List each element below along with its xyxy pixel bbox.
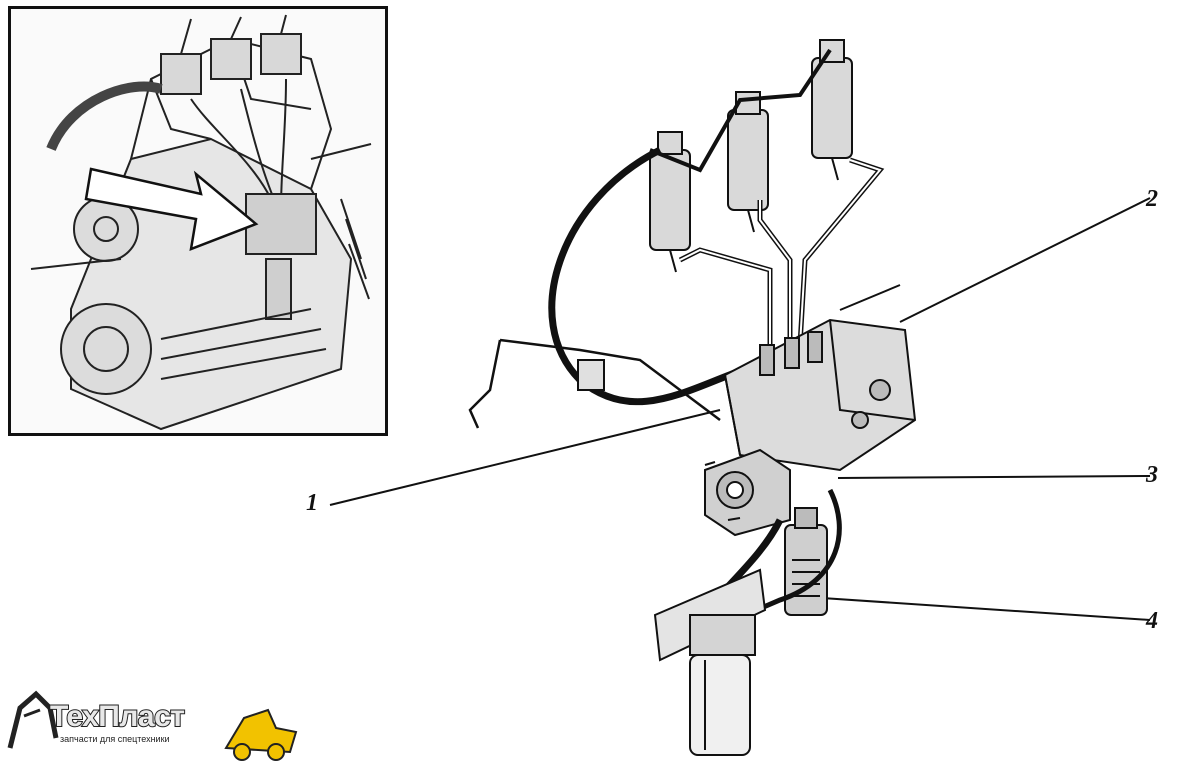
injector-3 xyxy=(811,39,853,181)
logo-tagline: запчасти для спецтехники xyxy=(60,734,170,744)
callout-4: 4 xyxy=(1146,608,1158,634)
leader-line-4 xyxy=(821,597,1151,621)
injection-pump xyxy=(723,284,917,472)
leader-line-3 xyxy=(837,475,1151,479)
leader-line-2 xyxy=(899,197,1151,323)
drive-flange xyxy=(704,448,791,537)
techplast-logo xyxy=(7,690,298,761)
fuel-filter xyxy=(653,568,767,756)
pointer-arrow xyxy=(84,167,259,251)
injector-2 xyxy=(727,91,769,233)
fuel-transfer-pump xyxy=(784,507,828,616)
logo-name: ТехПласт xyxy=(49,699,186,734)
engine-overview-inset xyxy=(8,6,388,436)
engine-overview-drawing xyxy=(30,14,372,431)
callout-2: 2 xyxy=(1146,186,1158,212)
high-pressure-lines xyxy=(678,157,885,350)
injector-1 xyxy=(649,131,691,273)
callout-3: 3 xyxy=(1146,462,1158,488)
injectors xyxy=(649,39,853,273)
leak-off-hose xyxy=(548,146,761,406)
callout-1: 1 xyxy=(306,490,318,516)
leader-line-1 xyxy=(329,409,721,506)
